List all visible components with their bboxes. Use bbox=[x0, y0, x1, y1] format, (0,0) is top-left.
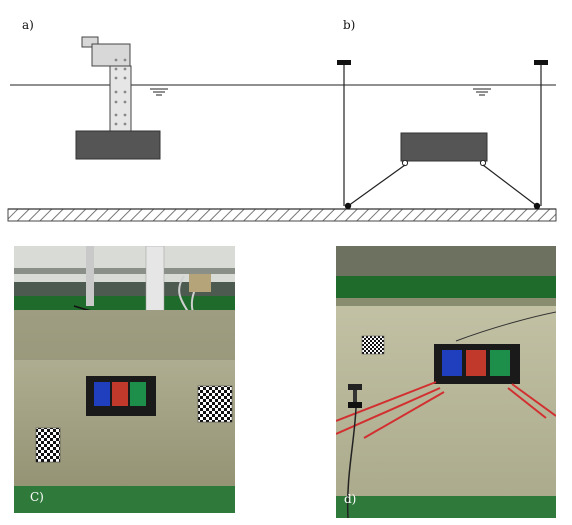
seabed bbox=[7, 208, 557, 222]
checkerboard-c-left bbox=[35, 427, 61, 463]
moored-structure bbox=[337, 60, 548, 210]
mooring-line-left bbox=[347, 164, 406, 207]
fixed-structure bbox=[75, 36, 161, 160]
red-mooring-right-2 bbox=[507, 387, 547, 419]
panel-label-a: a) bbox=[22, 18, 34, 32]
camera-stand bbox=[348, 384, 362, 390]
mooring-line-right bbox=[482, 164, 538, 207]
schematic-diagram bbox=[7, 36, 557, 222]
floating-body bbox=[400, 132, 488, 162]
photo-moored-setup bbox=[336, 246, 556, 518]
instrument-box bbox=[91, 43, 131, 67]
fairlead-left bbox=[401, 159, 409, 167]
instrument-box-small bbox=[81, 36, 99, 48]
panel-label-b: b) bbox=[343, 18, 356, 32]
checkerboard-d bbox=[361, 335, 385, 355]
water-level-symbol-a bbox=[150, 88, 168, 96]
anchor-right bbox=[533, 202, 541, 210]
red-mooring-left-3 bbox=[363, 391, 445, 439]
fixed-body bbox=[75, 130, 161, 160]
fairlead-right bbox=[479, 159, 487, 167]
right-post-cap bbox=[534, 60, 548, 65]
panel-label-c: C) bbox=[30, 490, 44, 504]
red-mooring-right-1 bbox=[511, 383, 556, 417]
red-mooring-left-2 bbox=[336, 387, 441, 435]
panel-label-d: d) bbox=[344, 492, 357, 506]
left-post-cap bbox=[337, 60, 351, 65]
checkerboard-c-right bbox=[197, 385, 233, 423]
support-pillar bbox=[109, 65, 132, 133]
water-level-symbol-b bbox=[473, 88, 491, 96]
anchor-left bbox=[344, 202, 352, 210]
red-mooring-left-1 bbox=[336, 381, 437, 422]
photo-fixed-setup bbox=[14, 246, 235, 513]
